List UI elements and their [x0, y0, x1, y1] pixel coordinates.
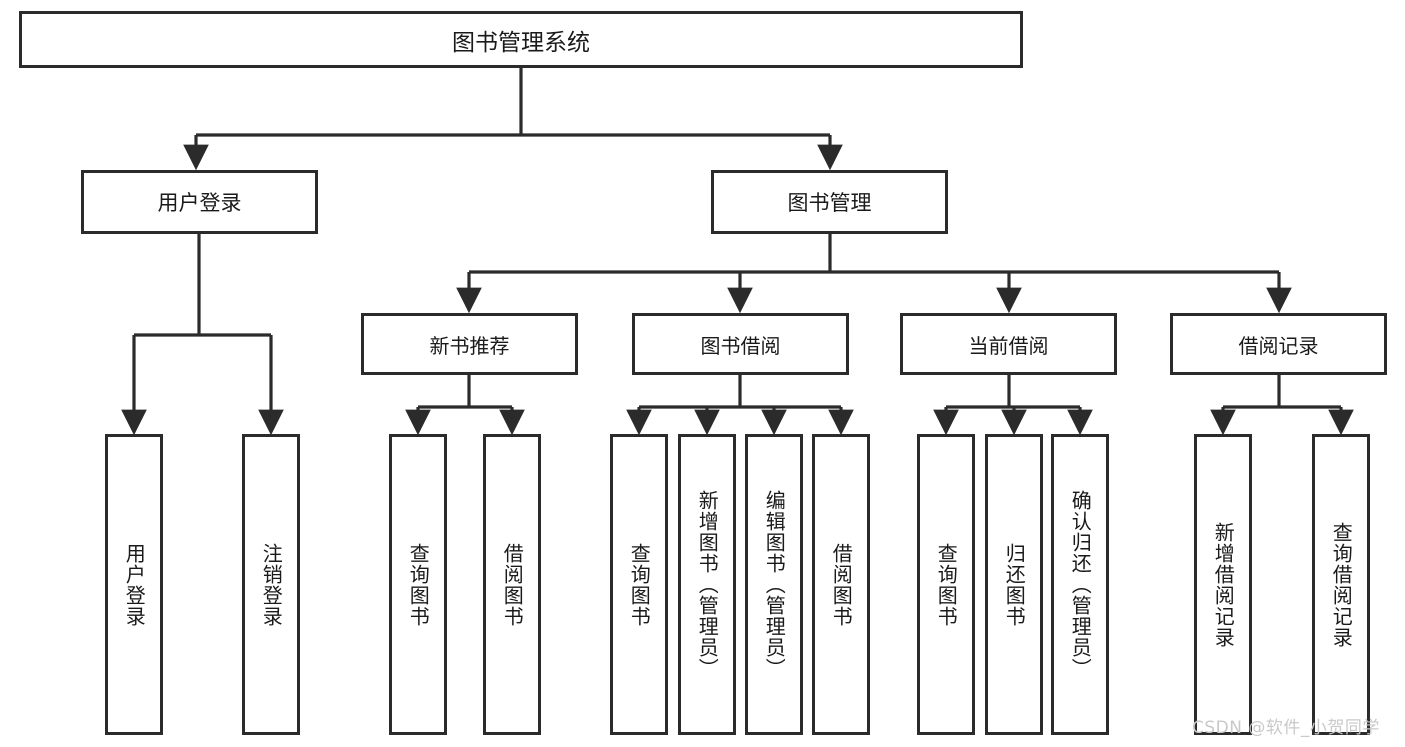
leaf-query-book-2-label: 查询图书	[627, 542, 652, 627]
leaf-query-book-1[interactable]: 查询图书	[389, 434, 447, 735]
leaf-add-book[interactable]: 新增图书（管理员）	[678, 434, 736, 735]
leaf-add-book-label: 新增图书（管理员）	[695, 490, 720, 679]
node-root-label: 图书管理系统	[452, 29, 590, 56]
leaf-user-login-label: 用户登录	[122, 542, 147, 627]
leaf-borrow-book-1-label: 借阅图书	[500, 542, 525, 627]
leaf-confirm-return-label: 确认归还（管理员）	[1068, 490, 1093, 679]
node-new-book-recommend-label: 新书推荐	[429, 333, 510, 358]
node-book-manage[interactable]: 图书管理	[711, 170, 948, 234]
leaf-return-book[interactable]: 归还图书	[985, 434, 1043, 735]
node-book-borrow-label: 图书借阅	[700, 333, 781, 358]
leaf-query-book-2[interactable]: 查询图书	[610, 434, 668, 735]
leaf-query-book-1-label: 查询图书	[406, 542, 431, 627]
node-book-manage-label: 图书管理	[787, 191, 872, 215]
leaf-query-book-3[interactable]: 查询图书	[917, 434, 975, 735]
leaf-edit-book-label: 编辑图书（管理员）	[762, 490, 787, 679]
node-user-login[interactable]: 用户登录	[81, 170, 318, 234]
leaf-return-book-label: 归还图书	[1002, 542, 1027, 627]
leaf-user-login[interactable]: 用户登录	[105, 434, 163, 735]
csdn-watermark: CSDN @软件_小贺同学	[1192, 718, 1380, 738]
leaf-edit-book[interactable]: 编辑图书（管理员）	[745, 434, 803, 735]
node-new-book-recommend[interactable]: 新书推荐	[361, 313, 578, 375]
node-borrow-record-label: 借阅记录	[1238, 333, 1319, 358]
leaf-borrow-book-1[interactable]: 借阅图书	[483, 434, 541, 735]
leaf-add-record-label: 新增借阅记录	[1211, 521, 1236, 648]
node-root[interactable]: 图书管理系统	[19, 11, 1023, 68]
node-borrow-record[interactable]: 借阅记录	[1170, 313, 1387, 375]
node-current-borrow[interactable]: 当前借阅	[900, 313, 1117, 375]
leaf-query-book-3-label: 查询图书	[934, 542, 959, 627]
node-current-borrow-label: 当前借阅	[968, 333, 1049, 358]
leaf-logout-login[interactable]: 注销登录	[242, 434, 300, 735]
leaf-add-record[interactable]: 新增借阅记录	[1194, 434, 1252, 735]
node-user-login-label: 用户登录	[157, 191, 242, 215]
leaf-logout-login-label: 注销登录	[259, 542, 284, 627]
leaf-query-record[interactable]: 查询借阅记录	[1312, 434, 1370, 735]
node-book-borrow[interactable]: 图书借阅	[632, 313, 849, 375]
leaf-borrow-book-2[interactable]: 借阅图书	[812, 434, 870, 735]
leaf-confirm-return[interactable]: 确认归还（管理员）	[1051, 434, 1109, 735]
leaf-borrow-book-2-label: 借阅图书	[829, 542, 854, 627]
leaf-query-record-label: 查询借阅记录	[1329, 521, 1354, 648]
